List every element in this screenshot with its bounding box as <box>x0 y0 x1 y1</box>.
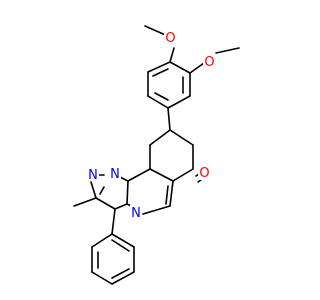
bond-25 <box>142 205 171 215</box>
bond-4 <box>169 61 191 74</box>
bond-3 <box>189 62 205 74</box>
atom-n-pyrimidine: N <box>131 206 141 221</box>
bond-26 <box>169 180 174 207</box>
bond-1 <box>169 47 175 63</box>
bond-32 <box>114 203 128 210</box>
bond-34 <box>73 197 97 207</box>
bond-35 <box>111 208 116 235</box>
bond-19 <box>169 129 194 146</box>
bond-22 <box>127 168 151 182</box>
atom-o-methoxy-top: O <box>165 31 175 46</box>
bond-39 <box>111 271 135 285</box>
bond-6 <box>167 95 191 109</box>
bond-9 <box>147 61 171 73</box>
bond-23 <box>126 180 129 205</box>
atom-o-ketone: O <box>199 166 209 181</box>
bond-43 <box>111 268 130 279</box>
mask-n-a <box>87 167 99 181</box>
bond-41 <box>111 233 135 248</box>
bond-38 <box>91 271 113 285</box>
bond-30 <box>90 181 97 199</box>
bond-36 <box>91 233 113 248</box>
bond-13 <box>167 107 171 131</box>
bond-16 <box>149 168 174 182</box>
bond-12 <box>152 68 169 77</box>
bond-layer <box>73 25 240 285</box>
mask-n-b <box>109 166 121 180</box>
bond-33 <box>99 186 105 195</box>
atom-label-layer: O O O N N N <box>87 30 216 221</box>
structure-canvas: O O O N N N <box>73 25 240 285</box>
bond-27 <box>165 185 169 205</box>
atom-o-methoxy-right: O <box>204 55 214 70</box>
bond-7 <box>147 95 169 109</box>
atom-n-pyrazole-a: N <box>88 168 98 183</box>
mask-o-right <box>203 54 216 69</box>
bond-2 <box>215 47 240 54</box>
bond-14 <box>149 129 171 146</box>
bond-44 <box>111 239 130 252</box>
mask-n-pyr <box>130 205 142 219</box>
bond-21 <box>197 179 202 183</box>
mask-o-top <box>164 30 177 45</box>
chemical-structure: O O O N N N <box>73 25 240 285</box>
mask-o-ketone <box>198 165 211 180</box>
atom-n-pyrazole-b: N <box>110 167 120 182</box>
bond-31 <box>95 197 116 210</box>
bond-17 <box>172 168 194 182</box>
bond-11 <box>154 92 169 101</box>
